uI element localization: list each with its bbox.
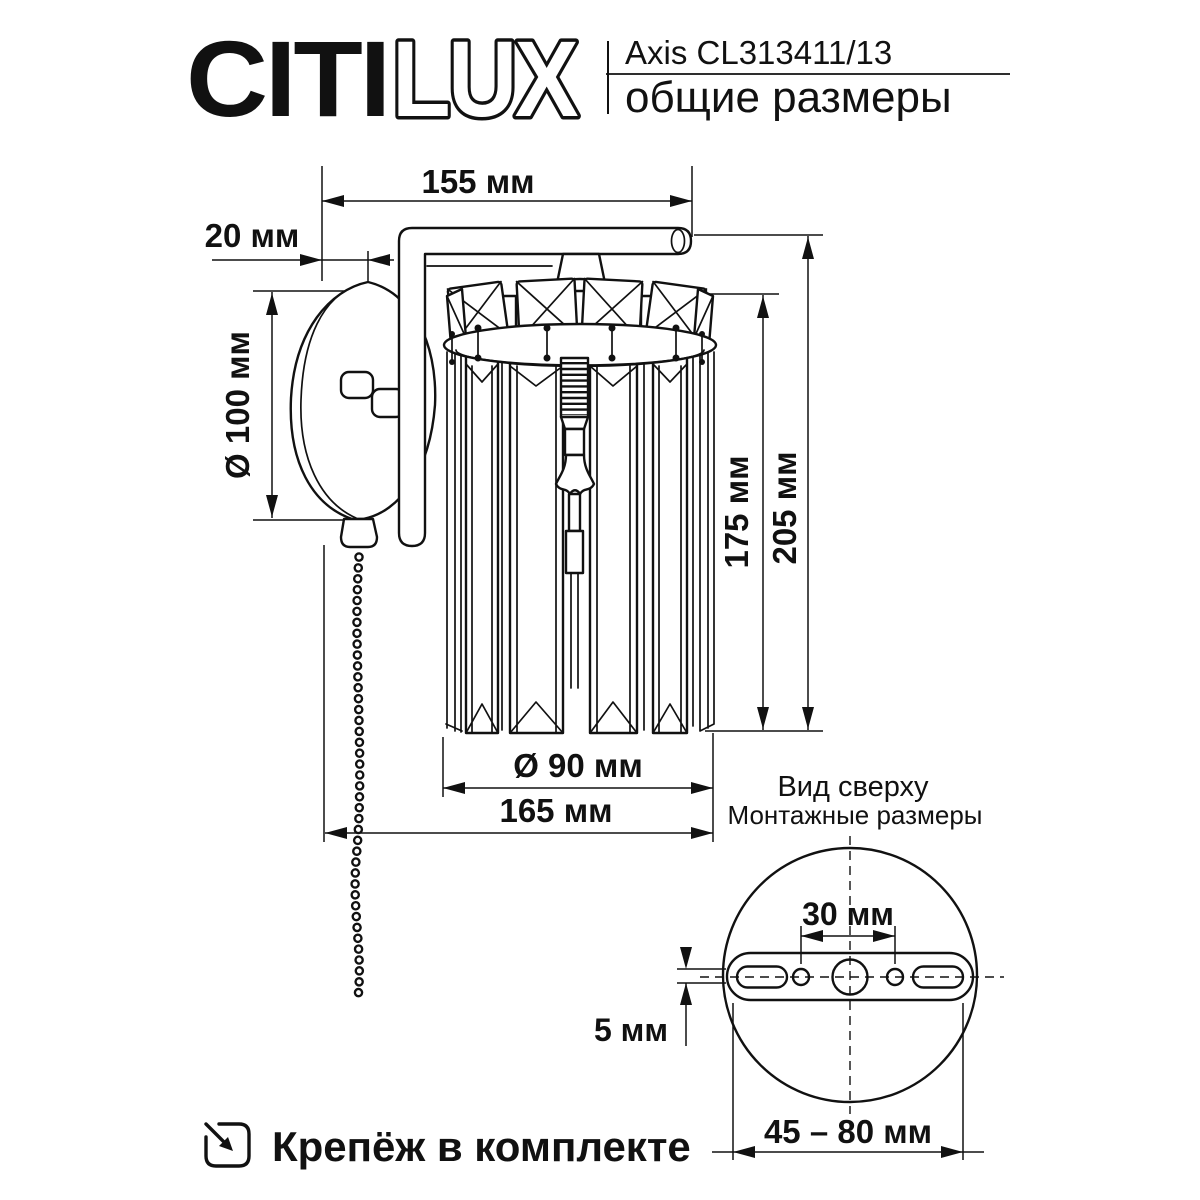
arrow-into-box-icon [204, 1122, 251, 1168]
dim-bar-offset: 5 мм [594, 947, 726, 1048]
switch-knob [339, 370, 406, 419]
header: CITI LUX Axis CL313411/13 общие размеры [186, 15, 1010, 143]
fasteners-note: Крепёж в комплекте [272, 1123, 691, 1170]
front-view-dimensions: 155 мм 20 мм Ø 100 мм 175 мм [205, 163, 823, 842]
dim-total-height-label: 205 мм [766, 451, 803, 564]
lamp-arm [397, 226, 693, 548]
dim-mount-span: 45 – 80 мм [712, 1003, 984, 1160]
brand-logo-citi: CITI [186, 18, 388, 139]
lamp-socket [563, 427, 586, 457]
dim-arm-length: 155 мм [321, 163, 693, 281]
bulb-assembly [554, 356, 596, 689]
prism-crystal [508, 348, 565, 735]
dim-shade-diameter-label: Ø 90 мм [513, 747, 643, 784]
mounting-plate-circle [721, 846, 979, 1104]
dim-shade-height: 175 мм [700, 293, 779, 730]
dim-total-height: 205 мм [694, 234, 823, 732]
dim-total-depth: 165 мм [323, 545, 714, 842]
dim-wall-offset: 20 мм [205, 217, 394, 281]
dim-wall-offset-label: 20 мм [205, 217, 300, 254]
dim-hole-spacing: 30 мм [800, 896, 896, 964]
bead-chain-inner [352, 554, 363, 1001]
front-view-drawing [289, 226, 718, 1003]
dim-arm-length-label: 155 мм [421, 163, 534, 200]
chain-connector [339, 517, 379, 549]
bulb-tip [554, 453, 596, 496]
prism-crystal [651, 348, 689, 735]
dim-bar-offset-label: 5 мм [594, 1012, 668, 1048]
dim-shade-diameter: Ø 90 мм [442, 737, 713, 797]
prism-crystal [588, 348, 639, 735]
footer: Крепёж в комплекте [204, 1122, 691, 1170]
dim-hole-spacing-label: 30 мм [802, 896, 894, 932]
prism-crystal [464, 348, 500, 735]
top-view-title: Вид сверху [777, 771, 929, 803]
pull-chain [339, 517, 379, 1003]
dim-plate-diameter-label: Ø 100 мм [219, 331, 256, 479]
dim-total-depth-label: 165 мм [499, 792, 612, 829]
dim-plate-diameter: Ø 100 мм [219, 290, 362, 521]
dim-shade-height-label: 175 мм [718, 455, 755, 568]
prism-edge-lines [445, 349, 463, 733]
dim-mount-span-label: 45 – 80 мм [764, 1113, 932, 1150]
crystal-pins [449, 324, 705, 365]
model-title: Axis CL313411/13 [625, 34, 892, 71]
brand-logo-lux: LUX [392, 18, 579, 139]
prism-edge-lines [501, 349, 715, 732]
top-view: Вид сверху Монтажные размеры 30 мм 5 мм [594, 771, 1004, 1160]
top-view-subtitle: Монтажные размеры [728, 800, 983, 830]
page-subtitle: общие размеры [625, 73, 952, 122]
